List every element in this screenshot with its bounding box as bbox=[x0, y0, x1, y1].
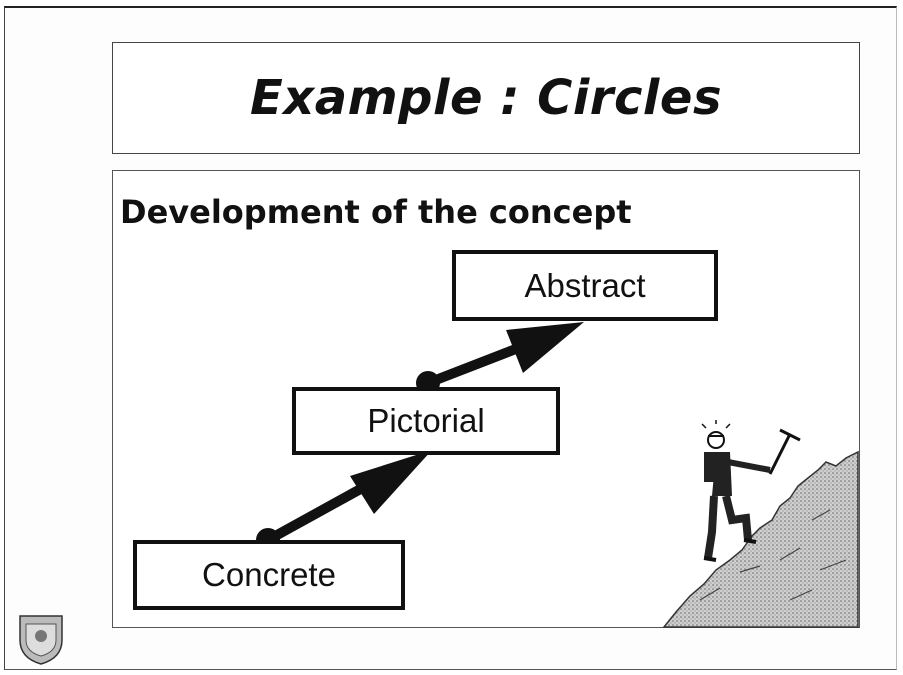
mountain-climber-icon bbox=[662, 420, 859, 628]
stage-pictorial-label: Pictorial bbox=[367, 402, 485, 439]
content-heading: Development of the concept bbox=[120, 193, 632, 231]
arrow-concrete-to-pictorial bbox=[256, 450, 432, 552]
stage-abstract-box: Abstract bbox=[452, 250, 718, 321]
stage-pictorial-box: Pictorial bbox=[292, 387, 560, 455]
slide-title: Example : Circles bbox=[249, 70, 723, 126]
stage-concrete-label: Concrete bbox=[202, 556, 336, 593]
stage-concrete-box: Concrete bbox=[133, 540, 405, 610]
title-box: Example : Circles bbox=[112, 42, 860, 154]
arrow-pictorial-to-abstract bbox=[416, 322, 584, 395]
stage-abstract-label: Abstract bbox=[524, 266, 646, 304]
university-crest-icon bbox=[19, 615, 63, 665]
